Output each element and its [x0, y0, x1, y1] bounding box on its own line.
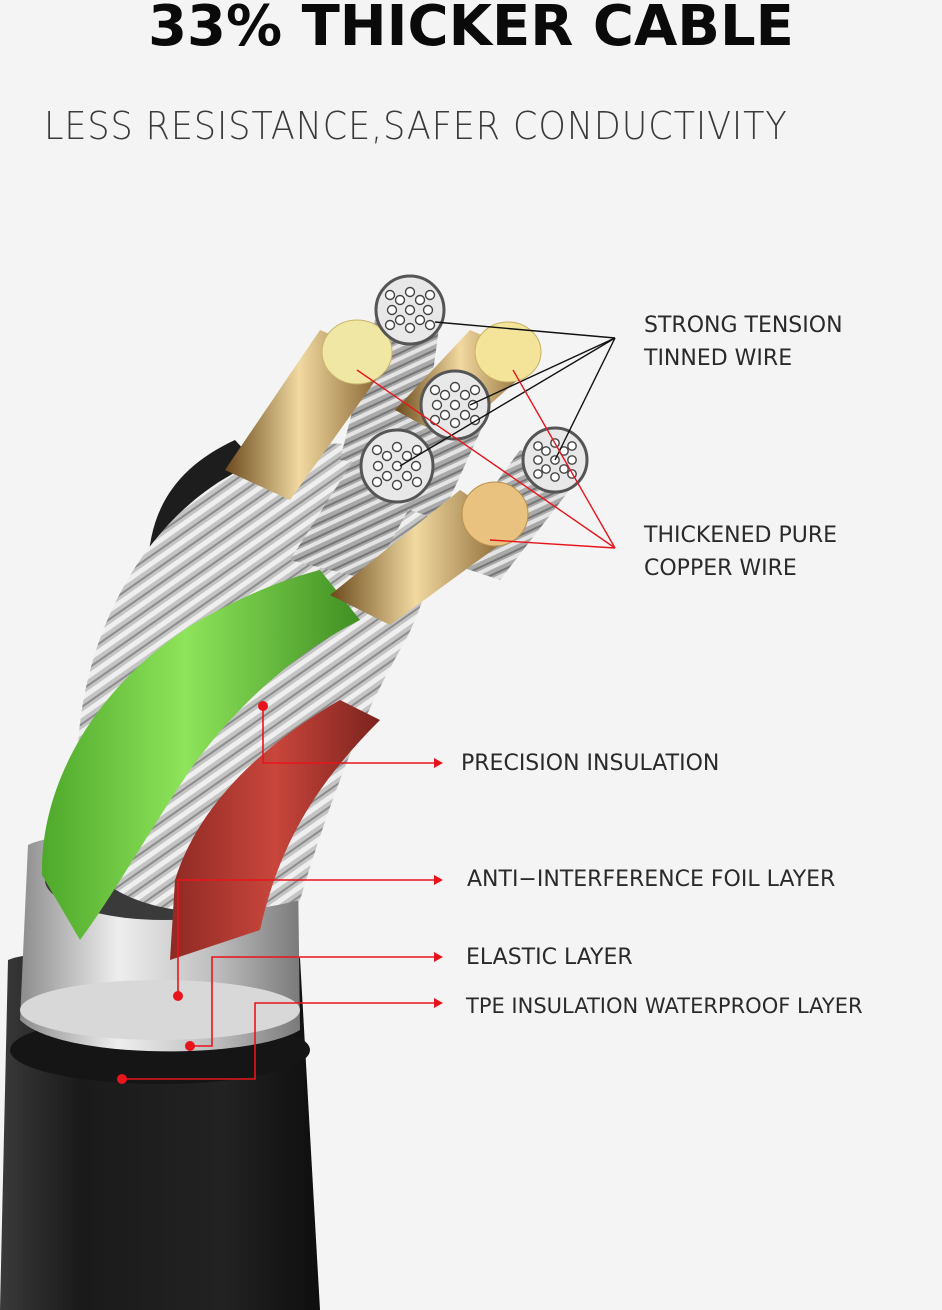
tinned-wire-label-line1: STRONG TENSION: [644, 313, 843, 338]
tinned-face-left: [359, 428, 435, 504]
copper-face-top: [474, 321, 542, 383]
tinned-face-middle: [419, 369, 491, 441]
foil-leader: [173, 875, 443, 1001]
red-insulated-core: [170, 700, 380, 960]
copper-callout-lines: [356, 369, 616, 549]
tinned-wire-label: STRONG TENSION TINNED WIRE: [644, 309, 843, 375]
copper-wire-label-line1: THICKENED PURE: [644, 523, 838, 548]
green-insulated-core: [41, 570, 361, 940]
foil-rim: [20, 980, 300, 1040]
copper-face-left: [321, 319, 393, 385]
precision-insulation-label: PRECISION INSULATION: [461, 751, 720, 776]
precision-leader: [258, 701, 443, 768]
tpe-leader: [117, 998, 443, 1084]
elastic-leader: [185, 952, 443, 1051]
tinned-wire-label-line2: TINNED WIRE: [644, 346, 793, 371]
foil-layer-label: ANTI−INTERFERENCE FOIL LAYER: [467, 867, 836, 892]
copper-wire-label: THICKENED PURE COPPER WIRE: [644, 519, 837, 585]
copper-face-bottom: [461, 481, 529, 547]
subline: LESS RESISTANCE,SAFER CONDUCTIVITY: [44, 104, 788, 148]
elastic-layer-label: ELASTIC LAYER: [466, 945, 633, 970]
tinned-callout-lines: [399, 321, 616, 467]
copper-wire-label-line2: COPPER WIRE: [644, 556, 797, 581]
tinned-face-top: [374, 274, 446, 346]
tpe-layer-label: TPE INSULATION WATERPROOF LAYER: [466, 994, 863, 1018]
headline: 33% THICKER CABLE: [148, 0, 794, 59]
